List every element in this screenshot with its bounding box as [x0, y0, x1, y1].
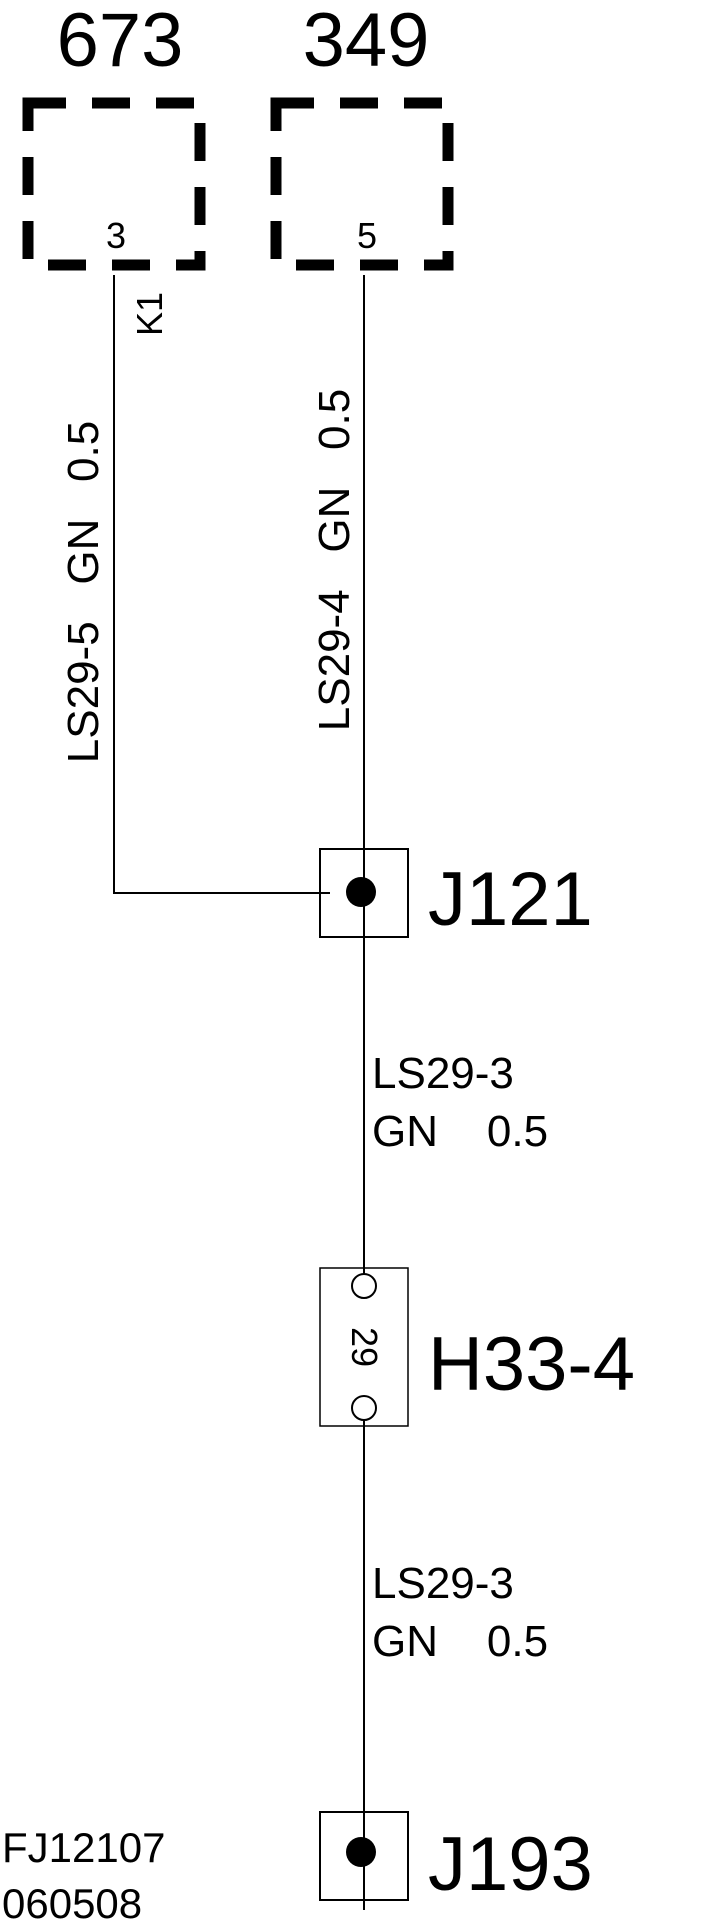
- module-673-box: [22, 97, 206, 271]
- module-349-number: 349: [303, 0, 430, 83]
- connector-h33-4-pin-top: [351, 1273, 377, 1299]
- connector-h33-4-label: H33-4: [428, 1322, 635, 1407]
- module-349-pin: 5: [357, 215, 377, 256]
- diagram-ref-line2: 060508: [2, 1880, 142, 1926]
- module-673-pin: 3: [106, 215, 126, 256]
- connector-h33-4-pin-bottom: [351, 1395, 377, 1421]
- diagram-ref-line1: FJ12107: [2, 1824, 165, 1871]
- splice-j193-box: [319, 1811, 409, 1901]
- wire-ls29-3-mid-spec: GN 0.5: [372, 1107, 548, 1156]
- wire-ls29-5: [113, 275, 330, 894]
- module-673-number: 673: [57, 0, 184, 83]
- module-349-box: [270, 97, 454, 271]
- splice-j121-dot: [346, 877, 376, 907]
- splice-j193-label: J193: [428, 1822, 593, 1907]
- wire-ls29-4-label: LS29-4 GN 0.5: [310, 389, 359, 731]
- k1-label: K1: [129, 292, 170, 336]
- wire-ls29-3-lower-spec: GN 0.5: [372, 1617, 548, 1666]
- splice-j121-label: J121: [428, 857, 593, 942]
- wire-ls29-5-label: LS29-5 GN 0.5: [59, 421, 108, 763]
- splice-j121-box: [319, 848, 409, 938]
- connector-h33-4-pin-number: 29: [344, 1327, 385, 1367]
- wire-ls29-3-mid-id: LS29-3: [372, 1049, 514, 1098]
- splice-j193-dot: [346, 1837, 376, 1867]
- wire-ls29-3-lower-id: LS29-3: [372, 1559, 514, 1608]
